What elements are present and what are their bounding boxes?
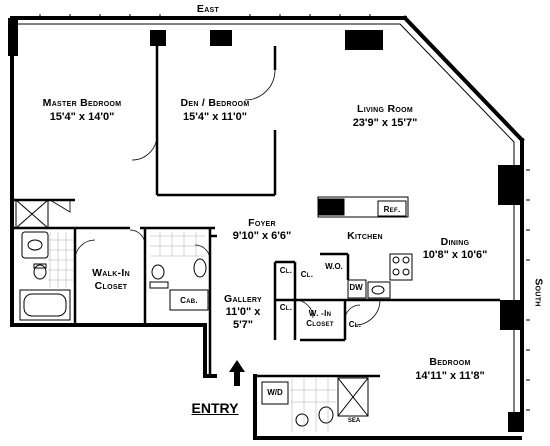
fixture-washer-dryer-label: W/D — [267, 388, 283, 397]
room-w-in-closet-line1: W. -In — [308, 309, 332, 318]
room-bedroom-dims: 14'11" x 11'8" — [415, 370, 485, 382]
room-master-bedroom-dims: 15'4" x 14'0" — [49, 111, 115, 123]
closet-label-1: Cl. — [279, 266, 293, 275]
room-foyer-name: Foyer — [248, 217, 276, 229]
room-gallery-dims-1: 11'0" x — [225, 306, 261, 318]
room-gallery-dims-2: 5'7" — [232, 319, 254, 331]
room-living-room-name: Living Room — [357, 103, 413, 115]
room-walk-in-closet-line2: Closet — [94, 280, 128, 292]
compass-east-label: East — [196, 3, 220, 15]
master-bath-tile — [48, 232, 74, 288]
room-master-bedroom-name: Master Bedroom — [42, 97, 122, 109]
room-living-room-dims: 23'9" x 15'7" — [352, 117, 418, 129]
window-ticks — [39, 14, 530, 411]
compass-south-label: South — [532, 278, 545, 307]
closet-label-3: Cl. — [279, 303, 293, 312]
fixture-sea-label: SEA — [347, 418, 361, 424]
room-den-bedroom-dims: 15'4" x 11'0" — [183, 111, 247, 123]
room-dining-name: Dining — [440, 236, 470, 248]
room-gallery-name: Gallery — [223, 293, 262, 305]
room-den-bedroom-name: Den / Bedroom — [180, 97, 250, 109]
fixture-cabinet-label: Cab. — [180, 296, 198, 305]
entry-arrow — [229, 360, 245, 386]
room-dining-dims: 10'8" x 10'6" — [422, 249, 488, 261]
door-swings — [49, 69, 381, 326]
window-line — [18, 23, 515, 425]
hall-bath-tile — [150, 232, 205, 257]
closet-label-2: Cl. — [300, 270, 314, 279]
room-bedroom-name: Bedroom — [429, 356, 471, 368]
fixture-refrigerator-label: Ref. — [383, 205, 401, 214]
second-bath-fixtures — [261, 377, 369, 427]
room-kitchen-name: Kitchen — [347, 230, 383, 242]
fixture-dishwasher-label: DW — [349, 283, 363, 292]
master-bath-fixtures — [15, 199, 71, 321]
room-foyer-dims: 9'10" x 6'6" — [232, 230, 292, 242]
closet-label-4: Cl. — [348, 320, 362, 329]
room-w-in-closet-line2: Closet — [306, 319, 334, 328]
columns — [8, 18, 524, 432]
fixture-wall-oven-label: W.O. — [325, 262, 343, 271]
kitchen-fixtures — [317, 196, 413, 299]
room-walk-in-closet-line1: Walk-In — [92, 267, 130, 279]
entry-label: ENTRY — [191, 400, 239, 416]
hall-bath-fixtures — [149, 258, 209, 311]
second-bath-tile — [290, 378, 336, 432]
